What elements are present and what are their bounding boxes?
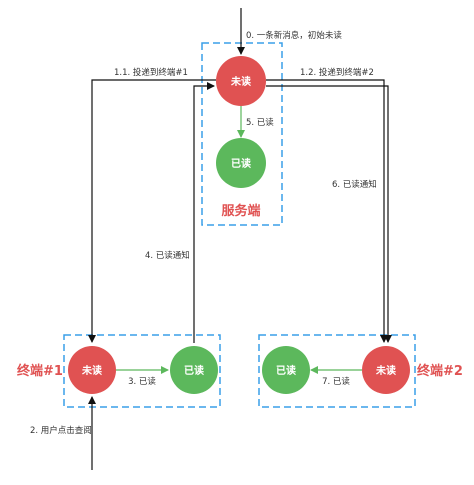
terminal2-group-box bbox=[258, 334, 416, 408]
terminal2-read-node: 已读 bbox=[262, 346, 310, 394]
terminal1-group-title: 终端#1 bbox=[17, 363, 63, 379]
terminal2-unread-label: 未读 bbox=[375, 364, 396, 377]
server-unread-node: 未读 bbox=[216, 56, 266, 106]
terminal1-read-label: 已读 bbox=[184, 364, 204, 377]
edge-read-notify-server bbox=[193, 82, 215, 343]
edge-terminal1-read-label: 3. 已读 bbox=[128, 376, 156, 387]
edge-deliver-terminal1 bbox=[88, 79, 216, 343]
edge-deliver-terminal2-label: 1.2. 投递到终端#2 bbox=[300, 67, 374, 78]
edge-user-click-label: 2. 用户点击查阅 bbox=[30, 425, 92, 436]
edge-read-notify-server-label: 4. 已读通知 bbox=[145, 250, 190, 261]
edge-server-read-label: 5. 已读 bbox=[246, 117, 274, 128]
edge-deliver-terminal2 bbox=[266, 79, 388, 343]
edge-terminal2-read-label: 7. 已读 bbox=[322, 376, 350, 387]
terminal2-group-title: 终端#2 bbox=[417, 363, 463, 379]
terminal1-read-node: 已读 bbox=[170, 346, 218, 394]
terminal1-unread-label: 未读 bbox=[81, 364, 102, 377]
terminal1-group-box bbox=[63, 334, 221, 408]
server-read-label: 已读 bbox=[231, 157, 251, 170]
edge-read-notify-terminal2 bbox=[266, 85, 392, 343]
edge-deliver-terminal1-label: 1.1. 投递到终端#1 bbox=[114, 67, 188, 78]
server-read-node: 已读 bbox=[216, 138, 266, 188]
server-group-title: 服务端 bbox=[221, 203, 260, 219]
server-unread-label: 未读 bbox=[230, 75, 251, 88]
edge-read-notify-terminal2-label: 6. 已读通知 bbox=[332, 179, 377, 190]
terminal1-unread-node: 未读 bbox=[68, 346, 116, 394]
terminal2-read-label: 已读 bbox=[276, 364, 296, 377]
terminal2-unread-node: 未读 bbox=[362, 346, 410, 394]
edge-new-message-label: 0. 一条新消息，初始未读 bbox=[246, 30, 342, 41]
server-group-box bbox=[201, 42, 283, 226]
